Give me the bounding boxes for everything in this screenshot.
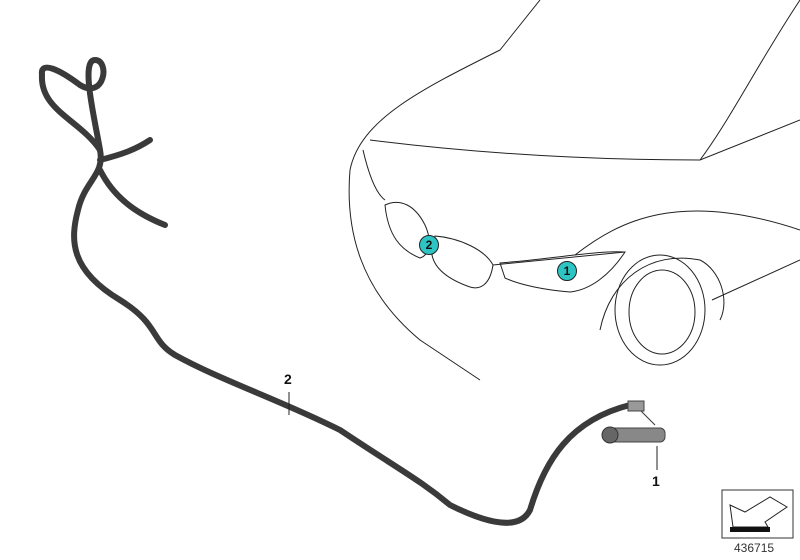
nozzle-part — [601, 400, 666, 444]
car-outline — [348, 0, 800, 381]
part-label-2[interactable]: 2 — [284, 371, 292, 387]
part-label-1[interactable]: 1 — [652, 473, 660, 489]
callout-1[interactable]: 1 — [557, 261, 577, 281]
image-number: 436715 — [734, 541, 775, 555]
callout-2[interactable]: 2 — [419, 235, 439, 255]
arrow-icon — [721, 489, 794, 539]
washer-hose — [38, 56, 633, 526]
